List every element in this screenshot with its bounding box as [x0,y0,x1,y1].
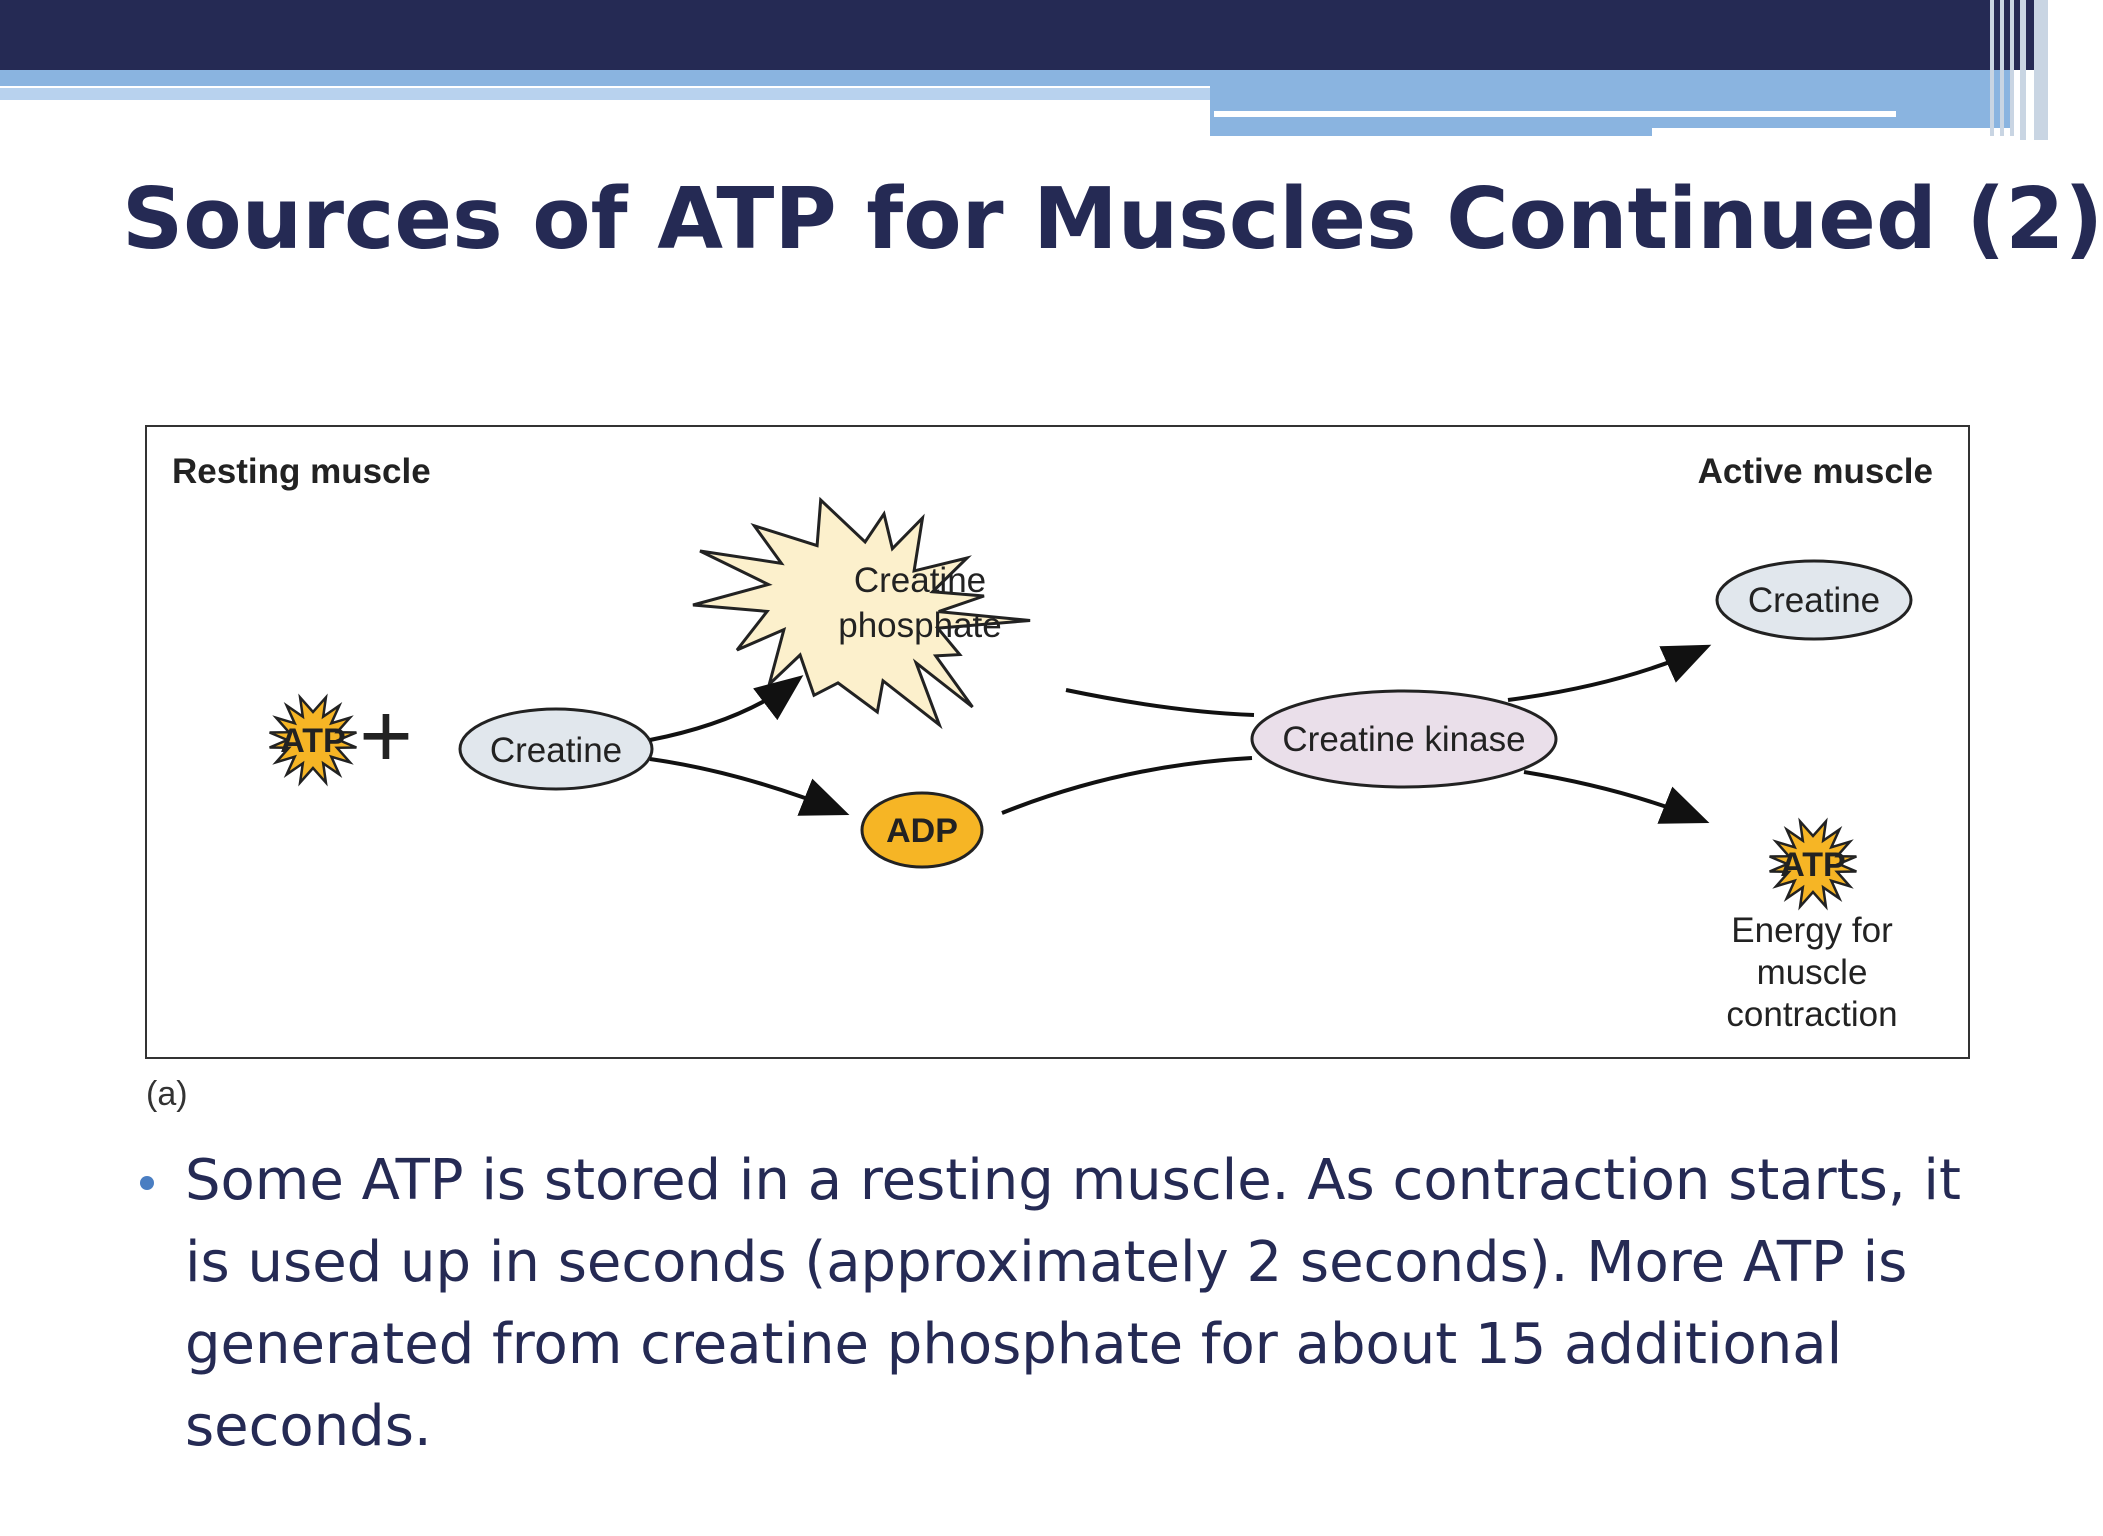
energy-label-line3: contraction [1726,995,1897,1034]
active-creatine-label: Creatine [1748,581,1880,620]
bullet-dot-icon [140,1176,154,1190]
active-creatine-node [1715,559,1913,641]
atp-label: ATP [280,722,345,760]
bullet-text-line: generated from creatine phosphate for ab… [185,1312,1843,1377]
header-right-line [1214,111,1896,117]
creatine-phosphate-label-line2: phosphate [838,606,1001,645]
creatine-label: Creatine [490,731,622,770]
active-atp-starburst [1769,817,1857,911]
creatine-node [458,707,654,791]
arrow-creatine-to-phosphate [649,675,804,742]
header-dark-bar [0,0,2048,70]
creatine-kinase-node [1250,689,1558,789]
atp-starburst [269,693,357,787]
header-edge-rule [2034,0,2048,140]
plus-sign: + [359,685,413,787]
energy-label-line1: Energy for [1731,911,1893,950]
arrow-kinase-to-creatine [1507,644,1712,702]
arrow-creatine-to-adp [649,757,850,816]
header-right-line-2 [1652,128,2010,136]
resting-muscle-label: Resting muscle [172,452,431,491]
creatine-phosphate-starburst [692,496,1031,730]
arrow-kinase-to-atp [1523,770,1710,824]
header-light-stripe [0,70,1210,86]
bullet-text-line: is used up in seconds (approximately 2 s… [185,1230,1908,1295]
slide: Sources of ATP for Muscles Continued (2)… [0,0,2103,1468]
bullet-text-line: Some ATP is stored in a resting muscle. … [185,1148,1961,1213]
header-decoration [0,0,2048,140]
creatine-phosphate-diagram: Resting muscle Active muscle ATP + Creat… [142,420,1980,1070]
diagram-frame [145,425,1970,1059]
header-edge-rule [2000,0,2004,136]
header-edge-rule [2010,0,2014,136]
bullet-item: Some ATP is stored in a resting muscle. … [140,1140,1961,1468]
adp-label: ADP [886,812,958,850]
header-right-block [1210,70,2010,136]
figure-panel-label: (a) [146,1075,188,1113]
header-light-stripe-2 [0,88,1210,100]
creatine-kinase-label: Creatine kinase [1282,720,1525,759]
adp-node [860,791,984,869]
bullet-list: Some ATP is stored in a resting muscle. … [140,1140,1961,1468]
slide-title: Sources of ATP for Muscles Continued (2) [122,170,2103,269]
creatine-phosphate-label-line1: Creatine [854,561,986,600]
energy-label-line2: muscle [1757,953,1868,992]
header-edge-rule [1990,0,1994,136]
line-phosphate-to-kinase [1065,688,1255,717]
active-atp-label: ATP [1780,846,1845,884]
active-muscle-label: Active muscle [1698,452,1933,491]
header-edge-rule [2020,0,2026,140]
bullet-text-line: seconds. [185,1394,432,1459]
line-adp-to-kinase [1001,756,1253,815]
